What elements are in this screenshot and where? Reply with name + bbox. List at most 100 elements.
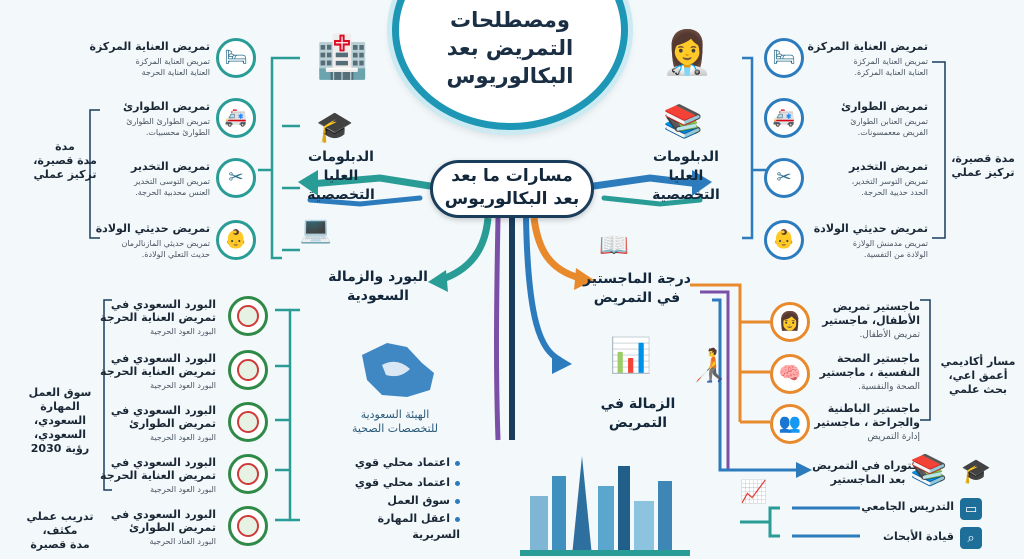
phd-label: دكتوراه في التمريض بعد الماجستير <box>812 459 924 486</box>
training-note: تدريب عملي مكثف، مدة قصيرة <box>26 510 94 551</box>
right-item-subtitle: الحدد حديية الحرجة. <box>861 188 928 197</box>
right-item-subtitle: الفريض مععمسونات. <box>857 128 928 137</box>
left-item-subtitle: تمريض العناية المركزة <box>135 57 210 66</box>
growth-chart-icon: 📈 <box>740 479 768 505</box>
left-item-title: تمريض العناية المركزة <box>89 40 210 53</box>
right-item-subtitle: تمريض العناية المركزة <box>853 57 928 66</box>
magnifier-icon: ⌕ <box>960 527 982 549</box>
board-item-title: تمريض الطوارئ <box>128 521 216 534</box>
patient-crutches-illustration: 🧑‍🦯 <box>689 346 729 384</box>
branch-diploma-right: الدبلومات العليا التخصصية <box>652 149 720 203</box>
saudi-map-logo <box>362 343 434 397</box>
masters-item-title: والجراحة ، ماجستير <box>814 416 920 429</box>
books-icon: 📚 <box>663 102 703 140</box>
branch-masters: درجة الماجستير في التمريض <box>583 271 691 306</box>
board-item-title: البورد السعودي في <box>110 298 216 311</box>
board-item-title: تمريض العناية الحرجة <box>100 311 216 324</box>
board-seal-icon <box>228 454 268 494</box>
graduation-cap-icon: 🎓 <box>316 109 354 145</box>
surgical-tools-icon: ✂ <box>764 158 804 198</box>
center-hub <box>430 160 594 218</box>
left-item-subtitle: حديث التعلي الولادة. <box>141 250 210 259</box>
icu-bed-icon: 🛏 <box>764 38 804 78</box>
graduation-cap-icon: 🎓 <box>961 457 991 485</box>
team-icon: 👥 <box>770 404 810 444</box>
bullet-item: اعقل المهارة <box>340 512 460 526</box>
bullet-text: سوق العمل <box>387 494 450 507</box>
icu-monitor-illustration: 🏥 <box>316 32 369 81</box>
bullet-item: اعتماد محلي قوي <box>340 456 460 470</box>
board-item-subtitle: البورد العود الحرجية <box>150 381 216 390</box>
board-item-title: البورد السعودي في <box>110 404 216 417</box>
teaching-icon: ▭ <box>960 498 982 520</box>
presentation-illustration: 📊 <box>609 336 653 376</box>
board-item-subtitle: البورد العود الحرجية <box>150 327 216 336</box>
board-item-title: تمريض العناية الحرجة <box>100 469 216 482</box>
board-seal-icon <box>228 506 268 546</box>
ambulance-icon: 🚑 <box>764 98 804 138</box>
bullet-text: اعتماد محلي قوي <box>354 476 450 489</box>
right-item-title: تمريض التخدير <box>849 160 928 173</box>
board-seal-icon <box>228 350 268 390</box>
masters-item-title: النفسية ، ماجستير <box>819 366 920 379</box>
left-diploma-note: مدة مدة قصيرة، تركيز عملي <box>33 140 97 181</box>
right-item-title: تمريض حديثي الولادة <box>813 222 928 235</box>
right-item-subtitle: الولادة من التفسية. <box>863 250 928 259</box>
board-item-subtitle: البورد العود الحرجية <box>150 485 216 494</box>
right-item-title: تمريض العناية المركزة <box>807 40 928 53</box>
right-diploma-note: مدة قصيرة، تركيز عملي <box>951 152 1015 179</box>
left-item-subtitle: العنس محدبية الحرجة. <box>135 188 210 197</box>
nurse-illustration: 👩‍⚕️ <box>661 28 714 77</box>
left-item-subtitle: تمريض التوسى التخدير <box>133 177 210 186</box>
branch-diploma-left: الدبلومات العليا التخصصية <box>307 149 375 203</box>
left-item-subtitle: تمريض حديثي المازنالرمان <box>121 239 210 248</box>
masters-item-title: الأطفال، ماجستير <box>822 314 920 327</box>
ambulance-icon: 🚑 <box>216 98 256 138</box>
board-item-title: البورد السعودي في <box>110 508 216 521</box>
board-item-subtitle: البورد العود الحرجية <box>150 433 216 442</box>
branch-fellowship: الزمالة في التمريض <box>600 396 676 431</box>
city-skyline-illustration <box>520 456 690 556</box>
bullet-dot <box>455 460 460 466</box>
bullet-text: اعتماد محلي قوي <box>354 456 450 469</box>
right-item-subtitle: تمريض التوسر التخدير، <box>851 177 928 186</box>
bullet-dot <box>455 480 460 486</box>
icu-bed-icon: 🛏 <box>216 38 256 78</box>
bullet-dot <box>455 498 460 504</box>
masters-item-title: ماجستير الصحة <box>836 352 920 365</box>
incubator-icon: 👶 <box>764 220 804 260</box>
board-item-title: تمريض العناية الحرجة <box>100 365 216 378</box>
left-item-subtitle: تمريض الطوارئ الطوارئ <box>126 117 210 126</box>
mental-health-icon: 🧠 <box>770 354 810 394</box>
board-item-subtitle: البورد العناد الحرجية <box>149 537 216 546</box>
branch-board: البورد والزمالة السعودية <box>328 269 428 304</box>
masters-note: مسار أكاديمي أعمق اعي، بحث علمي <box>940 355 1016 396</box>
authority-name: الهيئة السعودية للتخصصات الصحية <box>352 408 438 435</box>
mother-child-icon: 👩 <box>770 302 810 342</box>
seal-emblem-icon <box>237 359 259 381</box>
seal-emblem-icon <box>237 305 259 327</box>
bullet-item: اعتماد محلي قوي <box>340 476 460 490</box>
board-seal-icon <box>228 402 268 442</box>
board-seal-icon <box>228 296 268 336</box>
masters-item-subtitle: إدارة التمريض <box>867 432 920 442</box>
seal-emblem-icon <box>237 463 259 485</box>
phd-teaching-label: التدريس الجامعي <box>861 500 954 513</box>
ecg-monitor-icon: 💻 <box>299 215 333 245</box>
masters-item-subtitle: تمريض الأطفال. <box>859 330 920 340</box>
bullet-dot <box>455 516 460 522</box>
right-item-subtitle: العناية العناية المركزة. <box>854 68 928 77</box>
phd-research-label: قيادة الأبحاث <box>883 530 954 543</box>
bullet-item: السريرية <box>340 528 460 542</box>
labor-market-note: سوق العمل المهارة السعودي، السعودي، رؤية… <box>28 386 92 455</box>
center-hub-label: مسارات ما بعد بعد البكالوريوس <box>444 166 580 209</box>
open-book-icon: 📖 <box>599 231 629 259</box>
right-item-title: تمريض الطوارئ <box>840 100 928 113</box>
incubator-icon: 👶 <box>216 220 256 260</box>
left-item-title: تمريض التخدير <box>131 160 210 173</box>
bullet-text: اعقل المهارة <box>377 512 450 525</box>
left-item-subtitle: الطوارئ محسبيات. <box>145 128 210 137</box>
seal-emblem-icon <box>237 411 259 433</box>
surgical-tools-icon: ✂ <box>216 158 256 198</box>
